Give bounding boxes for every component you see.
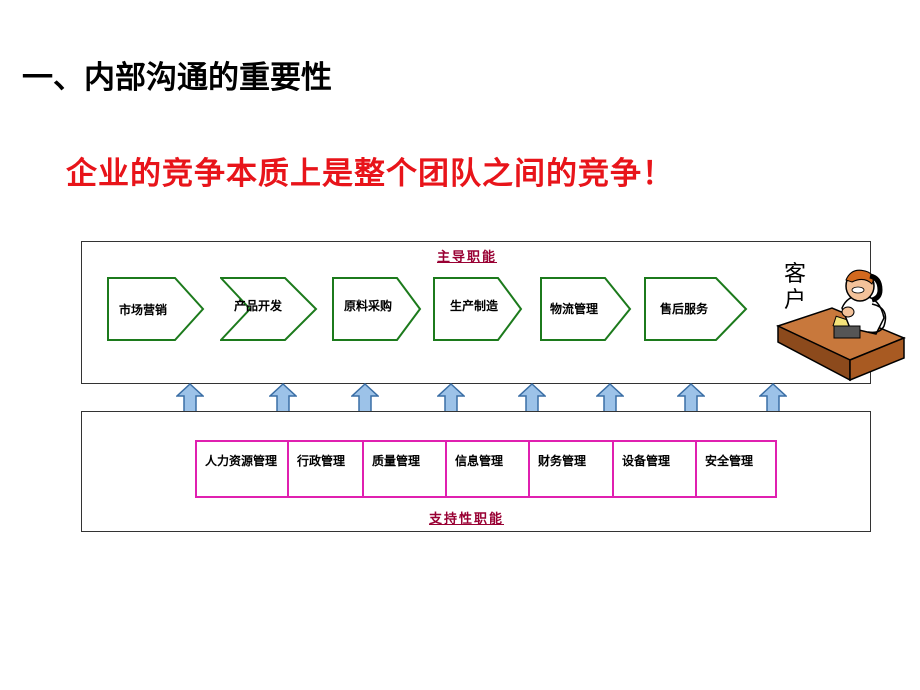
support-functions-box [81,411,871,532]
support-cell: 财务管理 [530,442,614,496]
page-title: 一、内部沟通的重要性 [22,60,332,96]
chevron-shape-icon [644,277,748,341]
primary-functions-label: 主导职能 [437,250,498,265]
up-arrow-icon [518,383,546,413]
up-arrow-icon [437,383,465,413]
support-functions-label: 支持性职能 [429,512,505,527]
support-cell: 人力资源管理 [197,442,289,496]
stage-label: 产品开发 [234,299,283,313]
page-subtitle: 企业的竞争本质上是整个团队之间的竞争！ [66,156,674,192]
customer-phone-icon [775,269,906,382]
stage-label: 物流管理 [550,302,599,316]
chevron-shape-icon [332,277,422,341]
up-arrow-icon [269,383,297,413]
stage-chevron-procurement: 原料采购 [332,277,422,342]
up-arrow-icon [677,383,705,413]
chevron-shape-icon [220,277,318,341]
stage-label: 生产制造 [450,299,499,313]
support-functions-grid: 人力资源管理 行政管理 质量管理 信息管理 财务管理 设备管理 安全管理 [195,440,777,498]
support-cell: 安全管理 [705,454,754,468]
support-cell: 行政管理 [289,442,364,496]
stage-chevron-product-dev: 产品开发 [220,277,318,342]
support-cell: 设备管理 [614,442,697,496]
up-arrow-icon [759,383,787,413]
stage-chevron-logistics: 物流管理 [540,277,632,342]
stage-chevron-manufacturing: 生产制造 [433,277,523,342]
stage-label: 售后服务 [660,302,709,316]
support-cell: 信息管理 [447,442,530,496]
chevron-shape-icon [107,277,205,341]
stage-chevron-after-sales: 售后服务 [644,277,748,342]
stage-chevron-marketing: 市场营销 [107,277,205,342]
up-arrow-icon [596,383,624,413]
support-cell: 质量管理 [364,442,447,496]
up-arrow-icon [176,383,204,413]
stage-label: 原料采购 [344,299,393,313]
stage-label: 市场营销 [119,303,168,317]
up-arrow-icon [351,383,379,413]
chevron-shape-icon [433,277,523,341]
customer-label: 客户 [784,262,807,313]
chevron-shape-icon [540,277,632,341]
